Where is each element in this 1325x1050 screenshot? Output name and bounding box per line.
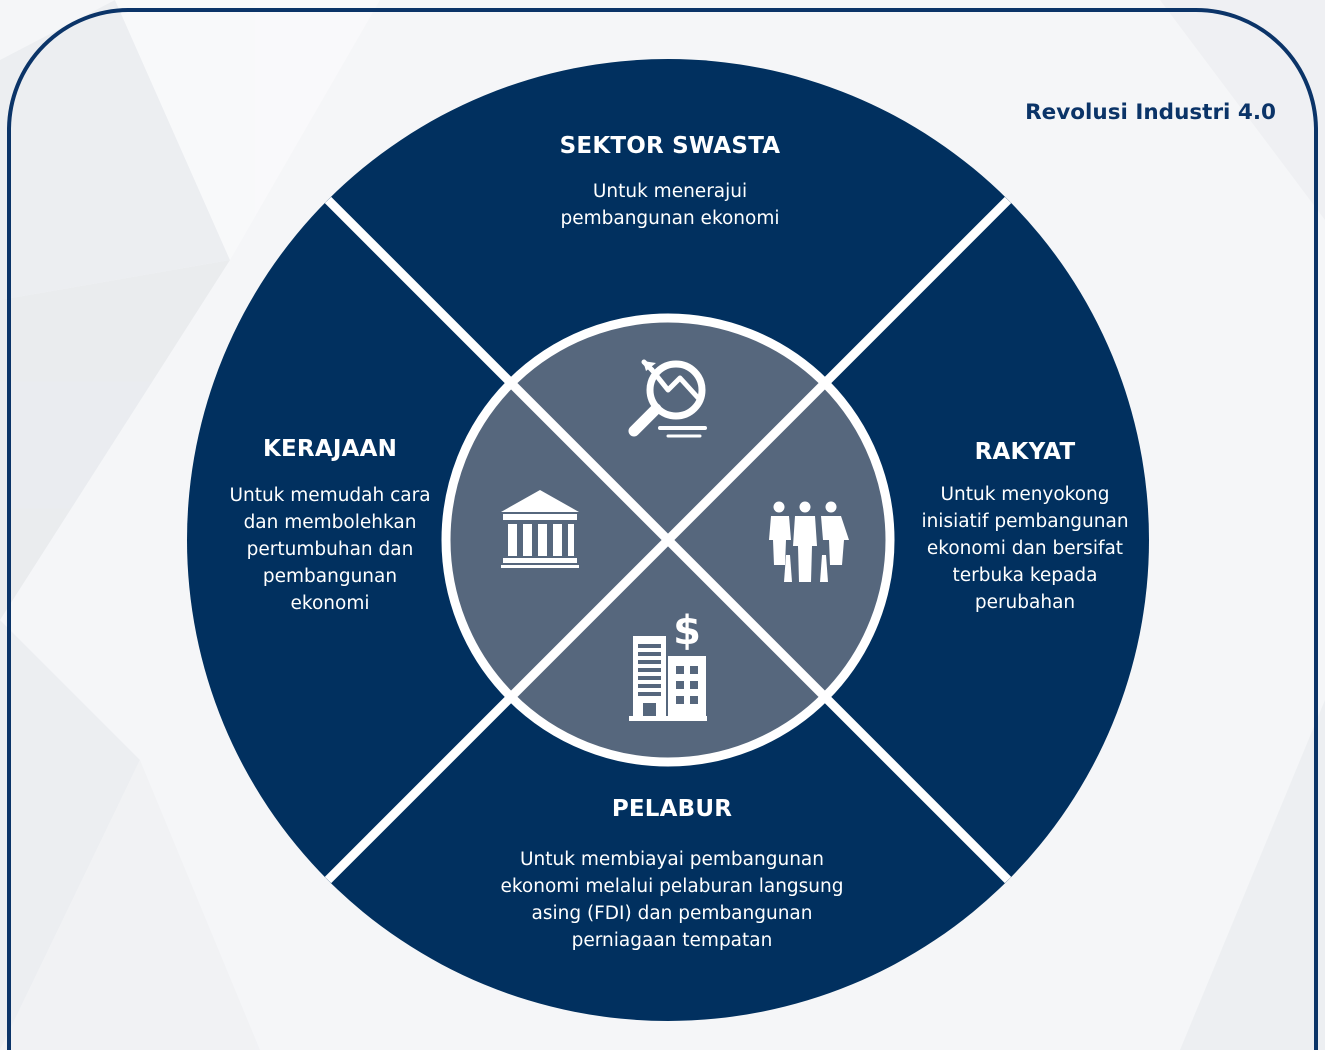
segment-title: PELABUR (611, 796, 733, 822)
description-line: ekonomi melalui pelaburan langsung (500, 876, 844, 897)
people-group-icon (769, 501, 849, 582)
segment-bottom: PELABUR Untuk membiayai pembangunan ekon… (462, 796, 882, 954)
segment-title: RAKYAT (974, 439, 1076, 465)
description-line: asing (FDI) dan pembangunan (531, 903, 813, 924)
description-line: ekonomi (290, 593, 370, 614)
search-analytics-icon (628, 359, 707, 438)
segment-right: RAKYAT Untuk menyokong inisiatif pembang… (885, 439, 1165, 616)
segment-description: Untuk menyokong inisiatif pembangunan ek… (885, 481, 1165, 616)
page-title: Revolusi Industri 4.0 (1025, 100, 1276, 125)
svg-text:$: $ (673, 608, 701, 654)
description-line: pembangunan ekonomi (560, 208, 780, 229)
description-line: perniagaan tempatan (571, 930, 773, 951)
description-line: ekonomi dan bersifat (926, 538, 1124, 559)
description-line: pembangunan (262, 566, 398, 587)
description-line: dan membolehkan (243, 512, 417, 533)
description-line: Untuk menerajui (592, 181, 748, 202)
segment-left: KERAJAAN Untuk memudah cara dan memboleh… (200, 436, 460, 617)
segment-description: Untuk memudah cara dan membolehkan pertu… (200, 482, 460, 617)
segment-title: KERAJAAN (262, 436, 398, 462)
description-line: inisiatif pembangunan (921, 511, 1129, 532)
segment-description: Untuk menerajui pembangunan ekonomi (470, 178, 870, 232)
segment-description: Untuk membiayai pembangunan ekonomi mela… (462, 846, 882, 954)
description-line: perubahan (974, 592, 1076, 613)
government-building-icon (501, 490, 579, 568)
description-line: pertumbuhan dan (246, 539, 414, 560)
description-line: Untuk menyokong (940, 484, 1110, 505)
description-line: terbuka kepada (952, 565, 1098, 586)
segment-top: SEKTOR SWASTA Untuk menerajui pembanguna… (470, 133, 870, 232)
segment-dividers (324, 196, 1012, 884)
frame-border (7, 8, 1318, 1050)
segment-title: SEKTOR SWASTA (559, 133, 781, 159)
description-line: Untuk memudah cara (229, 485, 431, 506)
description-line: Untuk membiayai pembangunan (520, 849, 824, 870)
business-investment-icon: $ (629, 608, 707, 721)
